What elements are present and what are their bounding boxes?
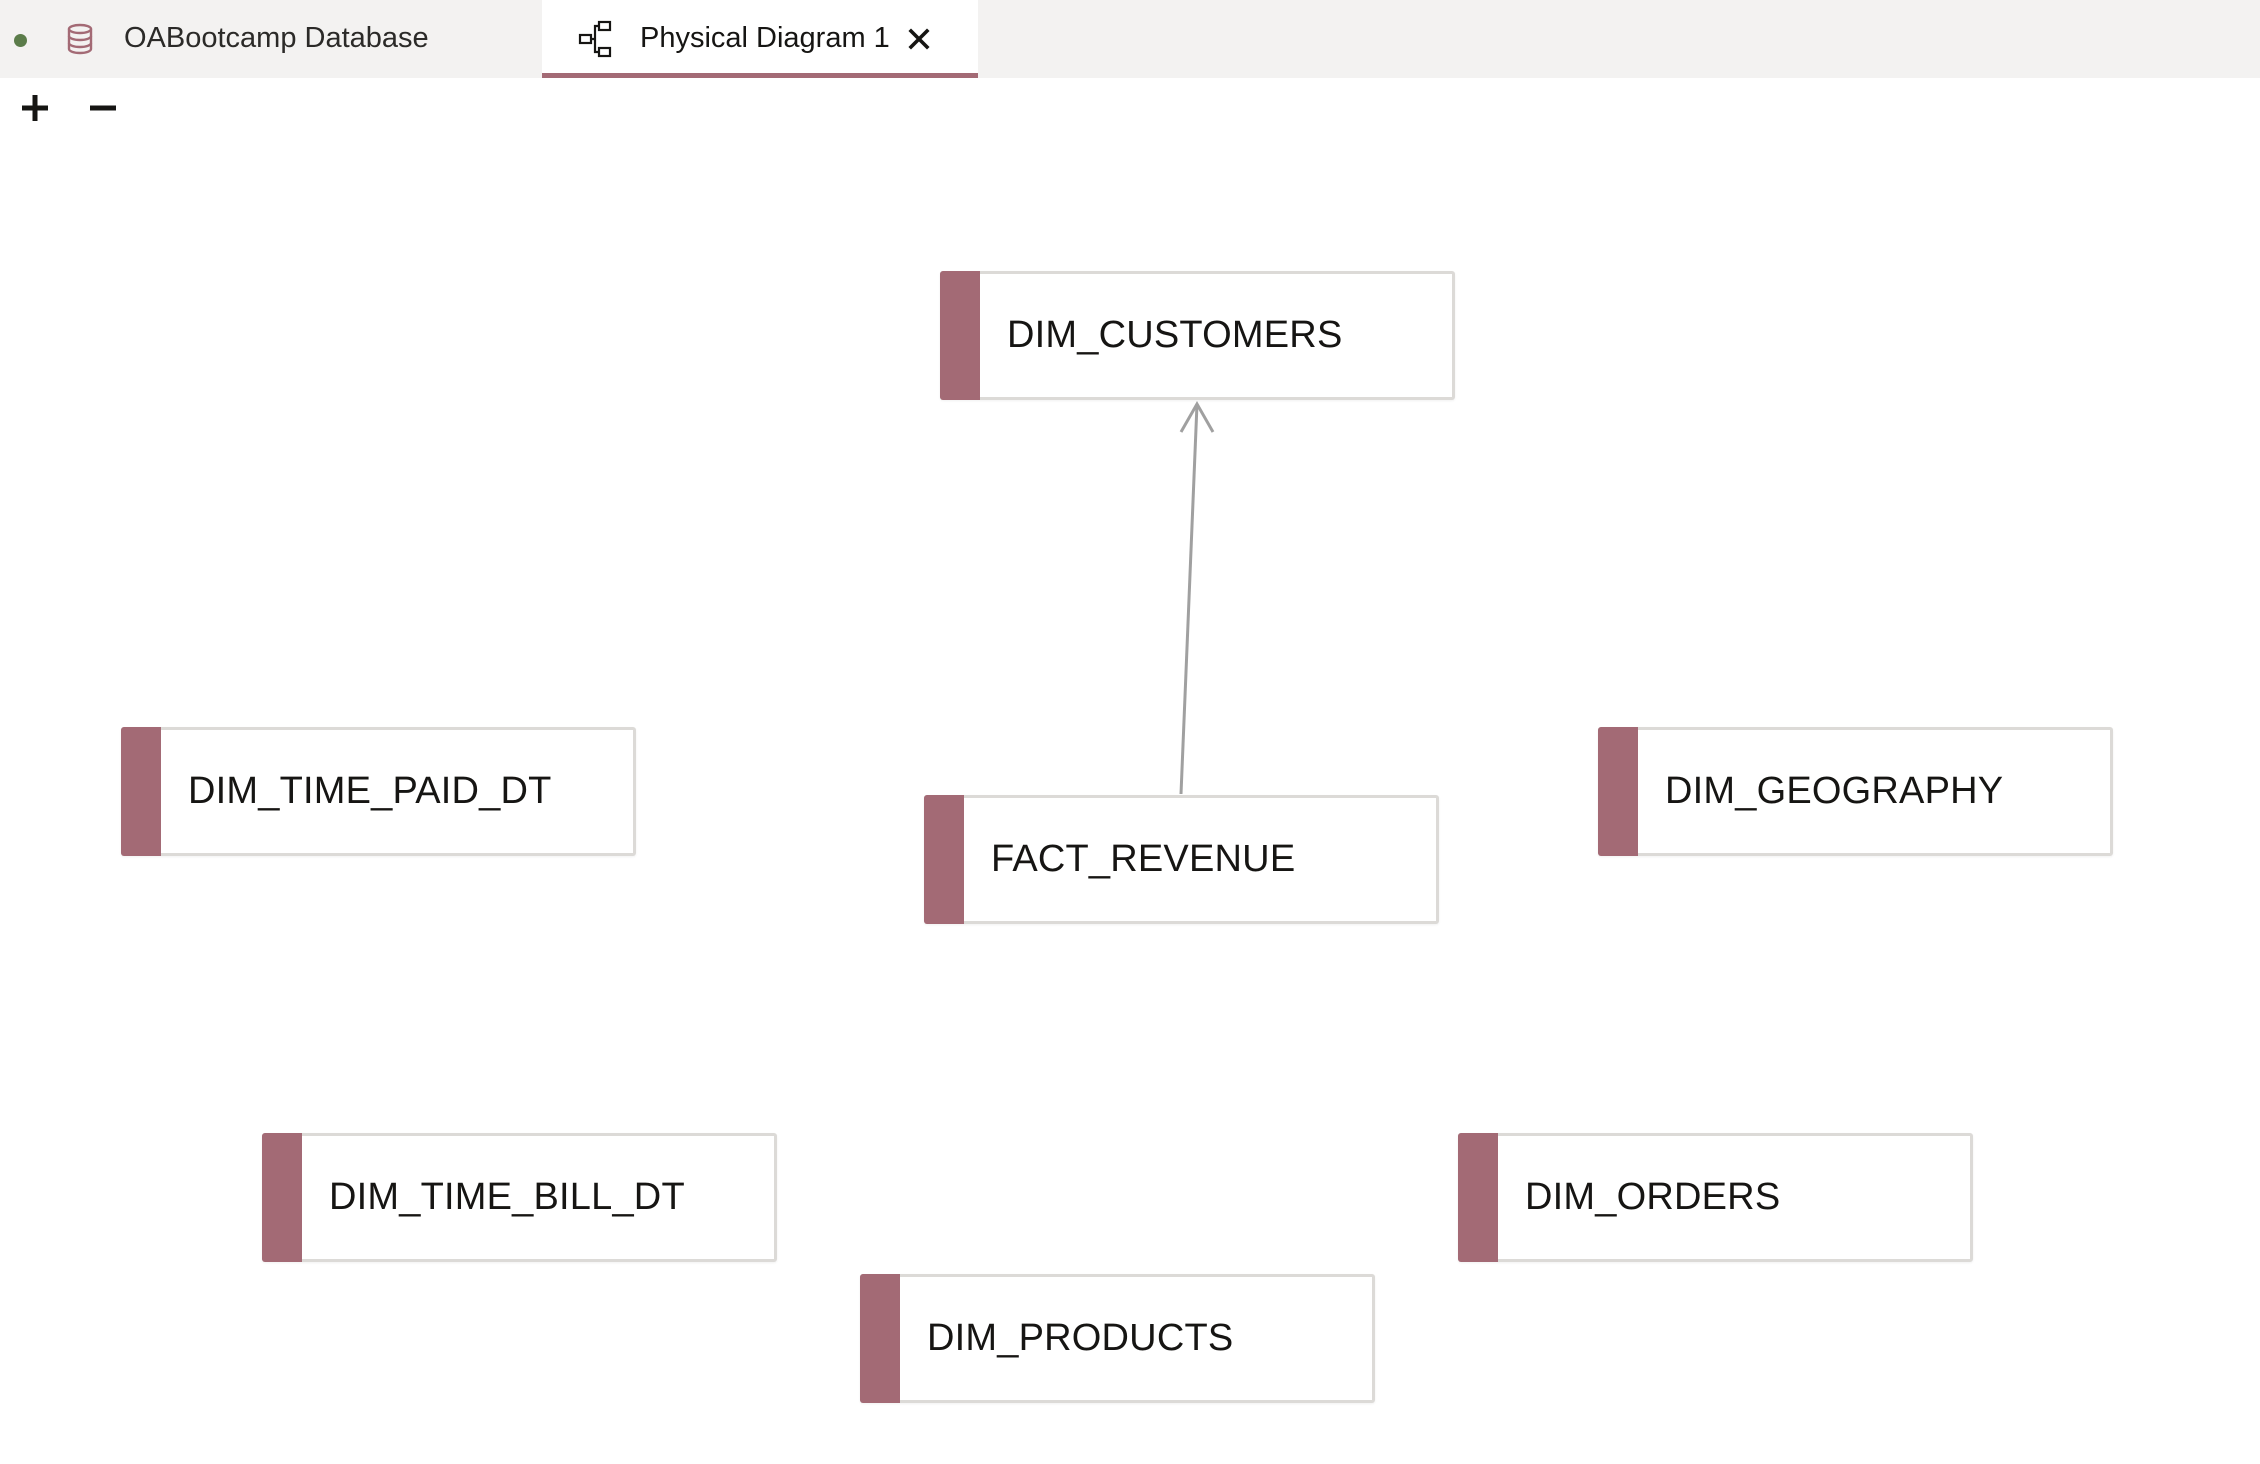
table-node-accent [262,1133,302,1262]
zoom-in-button[interactable] [15,88,55,128]
tab-bar: OABootcamp Database Physical Diagram 1 [0,0,2260,78]
table-node-fact-revenue[interactable]: FACT_REVENUE [924,795,1439,924]
table-node-accent [121,727,161,856]
table-node-dim-time-bill-dt[interactable]: DIM_TIME_BILL_DT [262,1133,777,1262]
table-node-label: DIM_PRODUCTS [927,1317,1234,1359]
tab-database[interactable]: OABootcamp Database [0,0,542,78]
table-node-dim-customers[interactable]: DIM_CUSTOMERS [940,271,1455,400]
minus-icon [90,105,116,111]
table-node-accent [924,795,964,924]
close-tab-button[interactable] [904,24,934,54]
table-node-accent [940,271,980,400]
arrowhead-icon [1179,400,1215,433]
table-node-dim-time-paid-dt[interactable]: DIM_TIME_PAID_DT [121,727,636,856]
join-line-fact-revenue-dim-customers[interactable] [1179,400,1215,795]
table-node-label: DIM_ORDERS [1525,1176,1781,1218]
zoom-out-button[interactable] [83,88,123,128]
table-node-dim-geography[interactable]: DIM_GEOGRAPHY [1598,727,2113,856]
table-node-dim-orders[interactable]: DIM_ORDERS [1458,1133,1973,1262]
table-node-accent [1458,1133,1498,1262]
plus-icon [22,95,48,121]
table-node-label: DIM_GEOGRAPHY [1665,770,2004,812]
table-node-accent [860,1274,900,1403]
close-icon [908,28,930,50]
table-node-label: DIM_TIME_PAID_DT [188,770,552,812]
table-node-label: FACT_REVENUE [991,838,1296,880]
table-node-label: DIM_TIME_BILL_DT [329,1176,685,1218]
tab-physical-diagram[interactable]: Physical Diagram 1 [542,0,978,78]
tab-database-label: OABootcamp Database [124,22,429,54]
tab-diagram-label: Physical Diagram 1 [640,22,890,54]
table-node-label: DIM_CUSTOMERS [1007,314,1343,356]
connection-status-dot [14,34,27,47]
database-icon [64,22,96,56]
diagram-icon [577,20,613,58]
table-node-accent [1598,727,1638,856]
table-node-dim-products[interactable]: DIM_PRODUCTS [860,1274,1375,1403]
